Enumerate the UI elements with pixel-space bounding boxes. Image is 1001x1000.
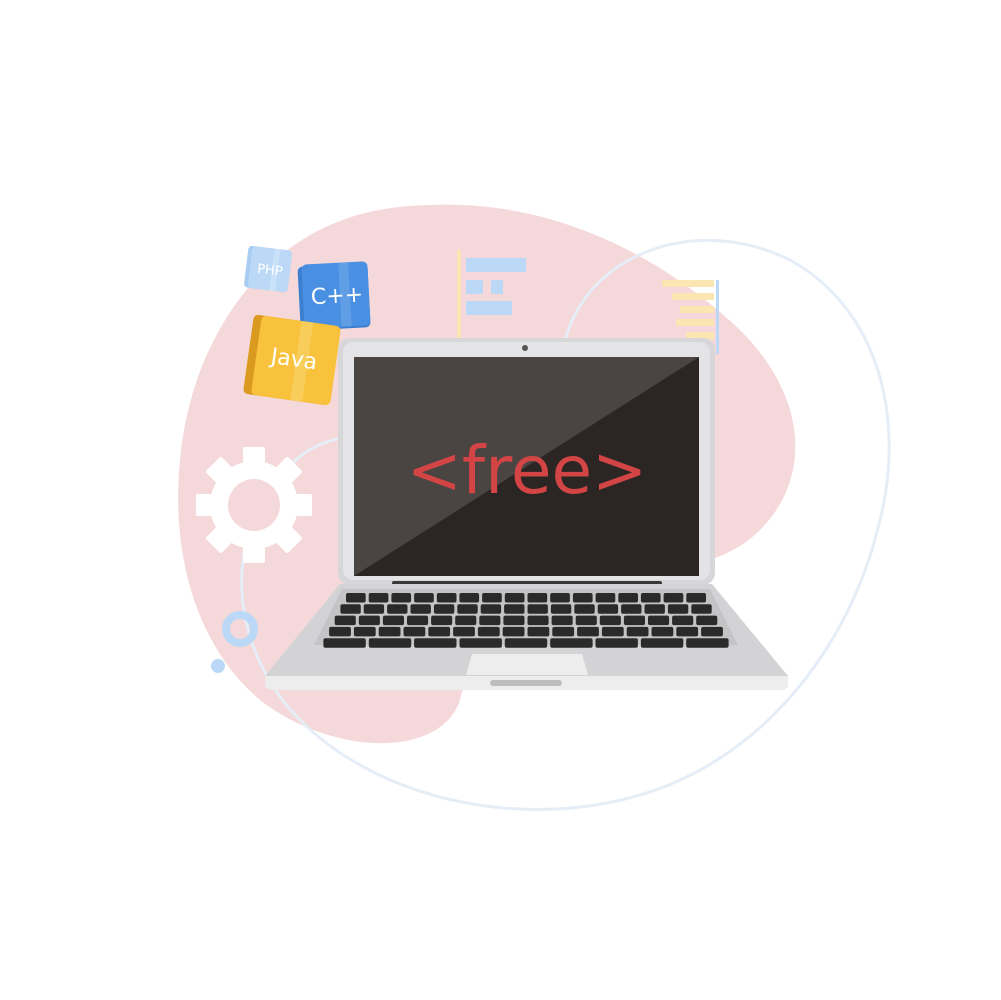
keyboard-key: [672, 615, 694, 626]
outline-ring-large: [240, 238, 891, 811]
keyboard-key: [378, 626, 401, 637]
keyboard-key: [550, 593, 570, 603]
keyboard-key: [595, 593, 616, 603]
keyboard-key: [527, 593, 548, 603]
keyboard-key: [329, 626, 351, 637]
keyboard-key: [696, 615, 718, 626]
keyboard-key: [667, 604, 689, 614]
keyboard-key: [676, 626, 699, 637]
keyboard-key: [457, 604, 478, 614]
keyboard-key: [346, 593, 366, 603]
java-tile: Java: [243, 314, 341, 406]
keyboard-key: [479, 615, 501, 626]
keyboard-key: [640, 638, 684, 648]
keyboard-key: [502, 626, 525, 637]
keyboard-key: [644, 604, 665, 614]
keyboard-key: [414, 593, 434, 603]
keyboard-key: [663, 593, 684, 603]
layout-chart-icon: [457, 250, 526, 338]
cpp-tile: C++: [297, 261, 371, 331]
keyboard-key: [353, 626, 376, 637]
keyboard-key: [527, 626, 550, 637]
keyboard-key: [648, 615, 670, 626]
keyboard-key: [577, 626, 599, 637]
keyboard-key: [701, 626, 723, 637]
keyboard-key: [623, 615, 645, 626]
keyboard-key: [459, 638, 502, 648]
keyboard-key: [504, 593, 525, 603]
dot-icon: [211, 659, 225, 673]
keyboard-key: [455, 615, 477, 626]
keyboard-key: [599, 615, 621, 626]
keyboard-key: [410, 604, 431, 614]
keyboard-key: [575, 615, 597, 626]
bar-list-icon: [662, 280, 719, 354]
keyboard-key: [572, 593, 593, 603]
keyboard-key: [480, 604, 502, 614]
keyboard-key: [334, 615, 356, 626]
keyboard-key: [550, 604, 572, 614]
keyboard-key: [552, 626, 575, 637]
php-tile: PHP: [244, 245, 292, 293]
keyboard-key: [363, 604, 385, 614]
keyboard-key: [482, 593, 502, 603]
keyboard-key: [358, 615, 380, 626]
keyboard-key: [407, 615, 429, 626]
keyboard-keys: [323, 593, 729, 648]
keyboard-key: [574, 604, 595, 614]
keyboard-key: [436, 593, 457, 603]
keyboard-key: [550, 638, 593, 648]
laptop: <free>: [265, 338, 788, 690]
keyboard-key: [651, 626, 674, 637]
keyboard-key: [504, 638, 548, 648]
trackpad: [466, 654, 588, 675]
keyboard-key: [597, 604, 619, 614]
keyboard-key: [433, 604, 455, 614]
keyboard-key: [323, 638, 366, 648]
keyboard-key: [527, 604, 548, 614]
keyboard-key: [621, 604, 642, 614]
ring-icon: [222, 611, 258, 647]
keyboard-key: [626, 626, 649, 637]
screen-glare: [354, 357, 699, 576]
keyboard-key: [431, 615, 453, 626]
code-tag-text: <free>: [407, 432, 648, 509]
keyboard-key: [640, 593, 661, 603]
keyboard-key: [391, 593, 412, 603]
keyboard-key: [503, 615, 525, 626]
gear-icon: [196, 447, 312, 563]
keyboard-key: [686, 638, 729, 648]
keyboard-key: [504, 604, 525, 614]
keyboard-key: [428, 626, 451, 637]
keyboard-key: [414, 638, 457, 648]
php-label: PHP: [256, 262, 283, 280]
keyboard-key: [459, 593, 480, 603]
keyboard-key: [453, 626, 475, 637]
keyboard-key: [618, 593, 638, 603]
keyboard-key: [601, 626, 624, 637]
keyboard-key: [387, 604, 408, 614]
keyboard-key: [551, 615, 573, 626]
keyboard-key: [403, 626, 426, 637]
keyboard-key: [477, 626, 500, 637]
keyboard-key: [527, 615, 549, 626]
keyboard-key: [368, 638, 412, 648]
keyboard-key: [368, 593, 389, 603]
cpp-label: C++: [310, 282, 363, 310]
keyboard-key: [686, 593, 706, 603]
keyboard-key: [382, 615, 404, 626]
keyboard-key: [340, 604, 361, 614]
keyboard-key: [691, 604, 712, 614]
webcam: [522, 345, 528, 351]
keyboard-key: [595, 638, 638, 648]
